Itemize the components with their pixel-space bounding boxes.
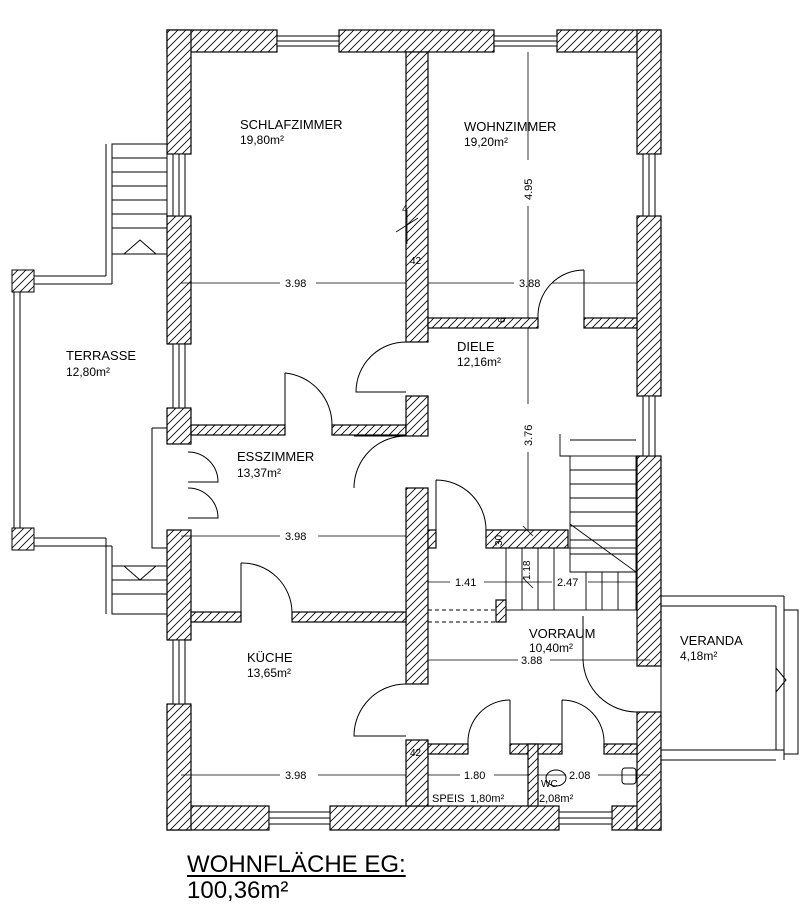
dim-wc-width: 2.08 — [569, 770, 590, 782]
living-area-total: 100,36m² — [187, 877, 289, 904]
doors — [187, 269, 638, 745]
dimension-lines — [181, 52, 650, 776]
dim-schlaf-width: 3.98 — [285, 278, 306, 290]
area-speis: 1,80m² — [470, 793, 505, 805]
label-veranda: VERANDA — [680, 633, 743, 648]
dim-small-118: 1.18 — [522, 560, 533, 580]
area-esszimmer: 13,37m² — [237, 466, 281, 480]
label-kueche: KÜCHE — [247, 650, 293, 665]
wc-fixture — [545, 767, 637, 787]
label-speis: SPEIS — [432, 793, 464, 805]
dim-wall-lower: 42 — [410, 748, 422, 759]
dim-small-30: 30 — [494, 534, 505, 546]
dimension-labels: 3.98 3.88 4.95 3.76 3.98 3.98 3.88 1.41 … — [285, 179, 590, 782]
label-terrasse: TERRASSE — [66, 348, 136, 363]
dim-vorraum-right: 2.47 — [557, 577, 578, 589]
windows — [172, 35, 656, 825]
interior-walls — [190, 51, 638, 807]
dim-wohn-width: 3.88 — [519, 278, 540, 290]
dim-speis-width: 1.80 — [464, 770, 485, 782]
area-schlafzimmer: 19,80m² — [240, 133, 284, 147]
label-diele: DIELE — [457, 339, 495, 354]
dim-vorraum-left: 1.41 — [455, 577, 476, 589]
area-terrasse: 12,80m² — [66, 365, 110, 379]
label-schlafzimmer: SCHLAFZIMMER — [240, 117, 343, 132]
dim-wohn-height: 4.95 — [523, 179, 535, 200]
dim-diele-height: 3.76 — [523, 425, 535, 446]
living-area-title: WOHNFLÄCHE EG: — [187, 851, 406, 878]
room-labels: SCHLAFZIMMER 19,80m² WOHNZIMMER 19,20m² … — [66, 117, 743, 805]
dim-wall-upper: 42 — [410, 256, 422, 267]
dim-kueche-width: 3.98 — [285, 770, 306, 782]
area-wohnzimmer: 19,20m² — [464, 135, 508, 149]
area-vorraum: 10,40m² — [529, 641, 573, 655]
area-kueche: 13,65m² — [247, 666, 291, 680]
dim-vorraum-width: 3.88 — [521, 655, 542, 667]
label-esszimmer: ESSZIMMER — [237, 449, 314, 464]
dim-small-4: 4 — [402, 204, 408, 215]
label-vorraum: VORRAUM — [529, 626, 595, 641]
dim-small-6: 6 — [497, 317, 508, 323]
stairs — [428, 434, 637, 623]
living-area-summary: WOHNFLÄCHE EG: 100,36m² — [187, 852, 406, 904]
veranda — [660, 595, 799, 761]
area-veranda: 4,18m² — [680, 649, 717, 663]
label-wohnzimmer: WOHNZIMMER — [464, 119, 556, 134]
area-diele: 12,16m² — [457, 355, 501, 369]
dim-ess-width: 3.98 — [285, 531, 306, 543]
area-wc: 2,08m² — [539, 793, 574, 805]
terrace — [11, 143, 168, 615]
label-wc: WC — [541, 779, 558, 790]
